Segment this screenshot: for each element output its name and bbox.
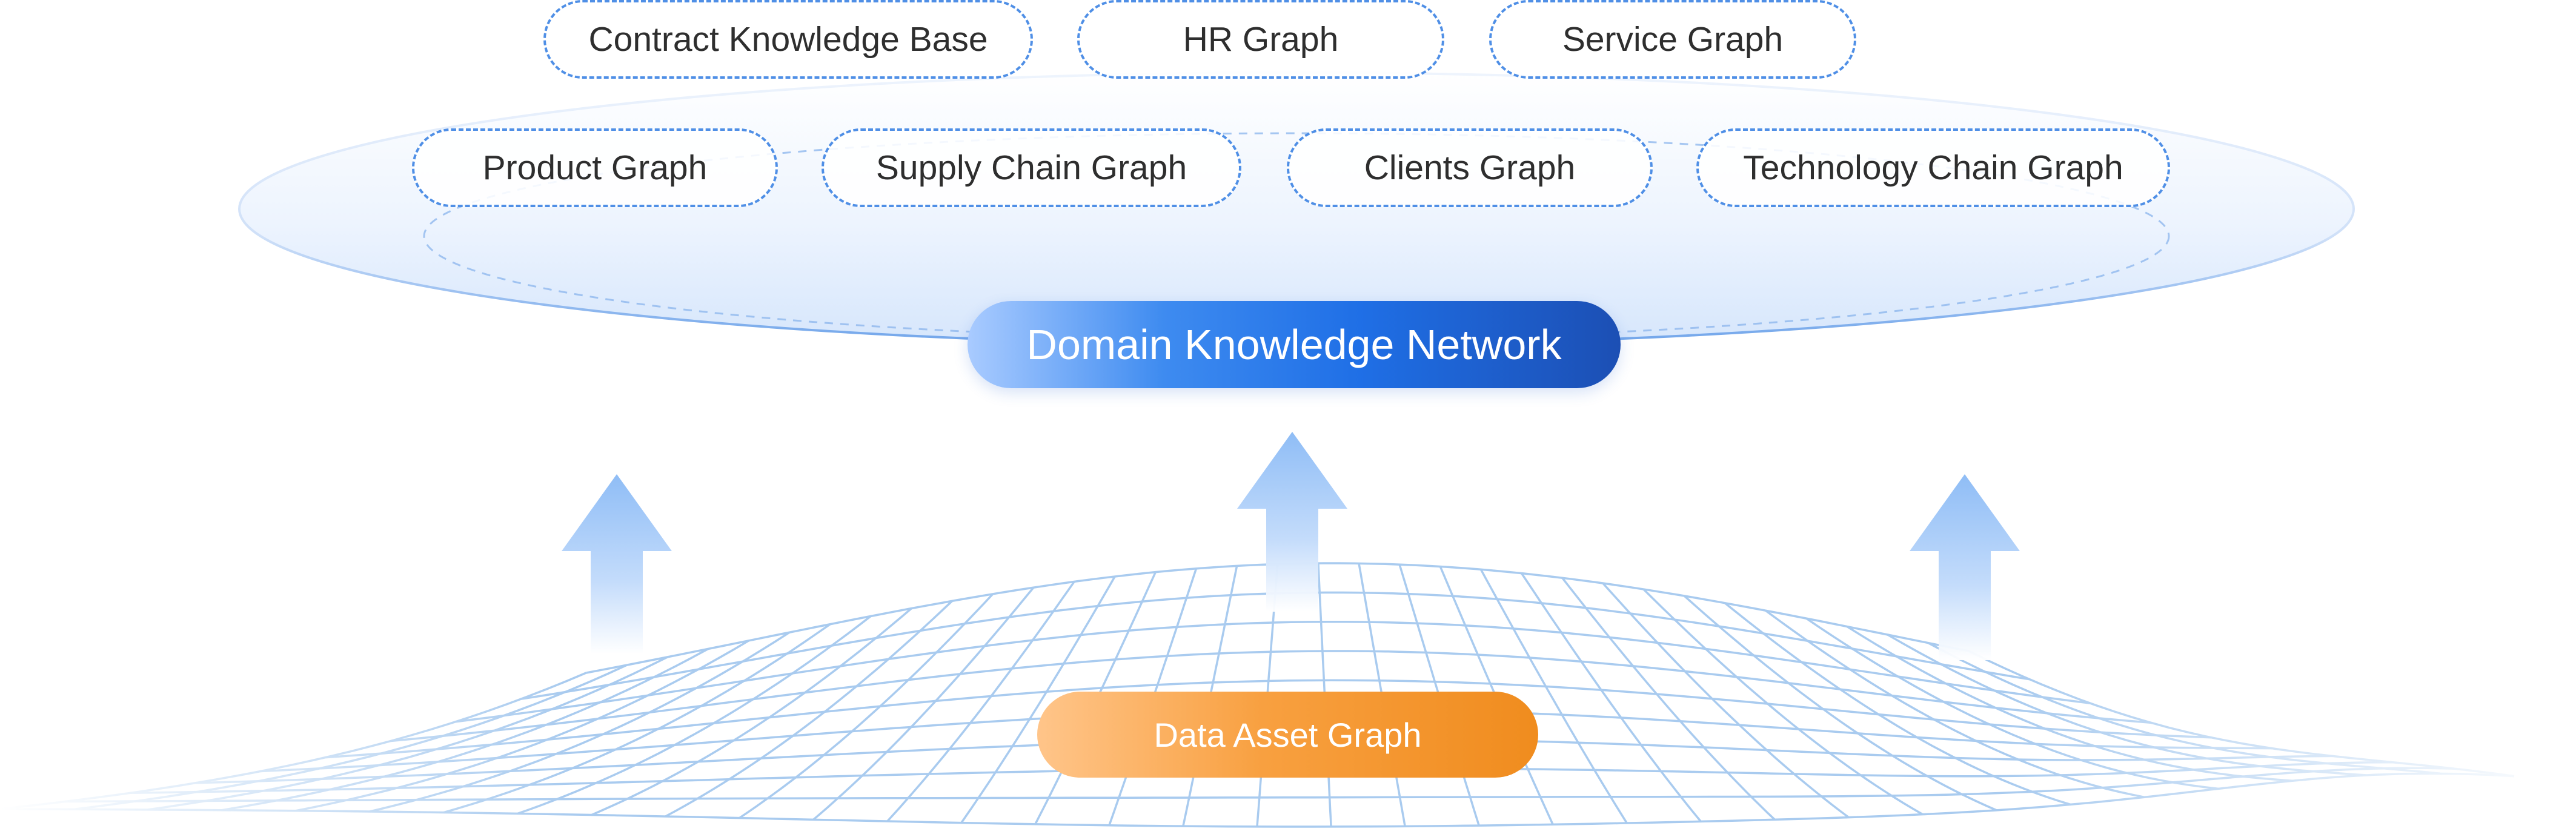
domain-knowledge-network-label: Domain Knowledge Network [968, 301, 1621, 388]
up-arrow-icon [562, 474, 672, 654]
up-arrow-icon [1910, 474, 2020, 660]
domain-pill-clients-graph: Clients Graph [1287, 128, 1653, 207]
domain-pill-hr-graph: HR Graph [1077, 0, 1444, 79]
up-arrow-icon [1237, 432, 1347, 612]
domain-pill-technology-chain-graph: Technology Chain Graph [1696, 128, 2170, 207]
network-inner-dashed-ring [423, 132, 2170, 340]
domain-pill-contract-knowledge-base: Contract Knowledge Base [543, 0, 1033, 79]
domain-pill-service-graph: Service Graph [1489, 0, 1856, 79]
domain-pill-product-graph: Product Graph [412, 128, 778, 207]
domain-pill-supply-chain-graph: Supply Chain Graph [822, 128, 1241, 207]
data-asset-graph-label: Data Asset Graph [1037, 692, 1538, 778]
